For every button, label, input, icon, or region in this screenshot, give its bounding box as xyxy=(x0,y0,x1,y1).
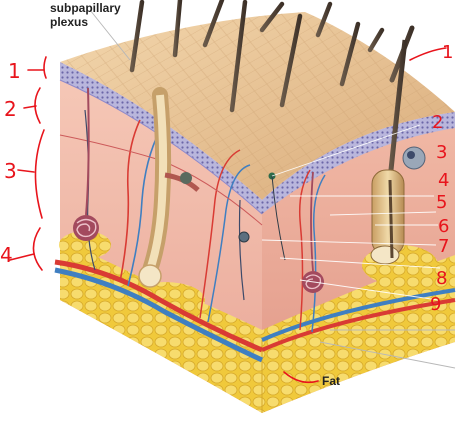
hair-shafts xyxy=(129,0,415,113)
hand-left-2: 2 xyxy=(4,97,17,121)
label-subpapillary: subpapillary xyxy=(50,1,121,15)
right-annotations: 1 2 3 4 5 6 7 8 9 xyxy=(409,42,453,315)
hair-follicle-left xyxy=(138,20,200,288)
hand-right-2: 2 xyxy=(432,112,443,133)
bracket-1 xyxy=(43,56,47,79)
hair-follicle-right xyxy=(370,39,426,265)
hand-left-3: 3 xyxy=(4,159,17,183)
hand-right-5: 5 xyxy=(436,192,447,213)
blood-vessels xyxy=(54,109,456,363)
hand-right-6: 6 xyxy=(438,216,449,237)
label-fat: Fat xyxy=(322,374,340,388)
hand-right-1: 1 xyxy=(442,42,453,63)
sweat-glands xyxy=(73,87,324,293)
bracket-3 xyxy=(34,129,45,219)
fat-pointer xyxy=(283,371,319,384)
nerve-receptors xyxy=(238,172,286,261)
hand-right-7: 7 xyxy=(438,236,449,257)
bracket-2 xyxy=(34,87,41,124)
hand-left-4: 4 xyxy=(0,243,13,267)
bracket-4 xyxy=(32,227,43,271)
left-annotations: 1 2 3 4 xyxy=(0,56,47,271)
label-plexus: plexus xyxy=(50,15,88,29)
leader-lines xyxy=(89,9,456,369)
hand-right-4: 4 xyxy=(438,170,449,191)
hand-right-9: 9 xyxy=(430,294,441,315)
hand-right-8: 8 xyxy=(436,268,447,289)
hand-right-3: 3 xyxy=(436,142,447,163)
hand-left-1: 1 xyxy=(8,59,21,83)
